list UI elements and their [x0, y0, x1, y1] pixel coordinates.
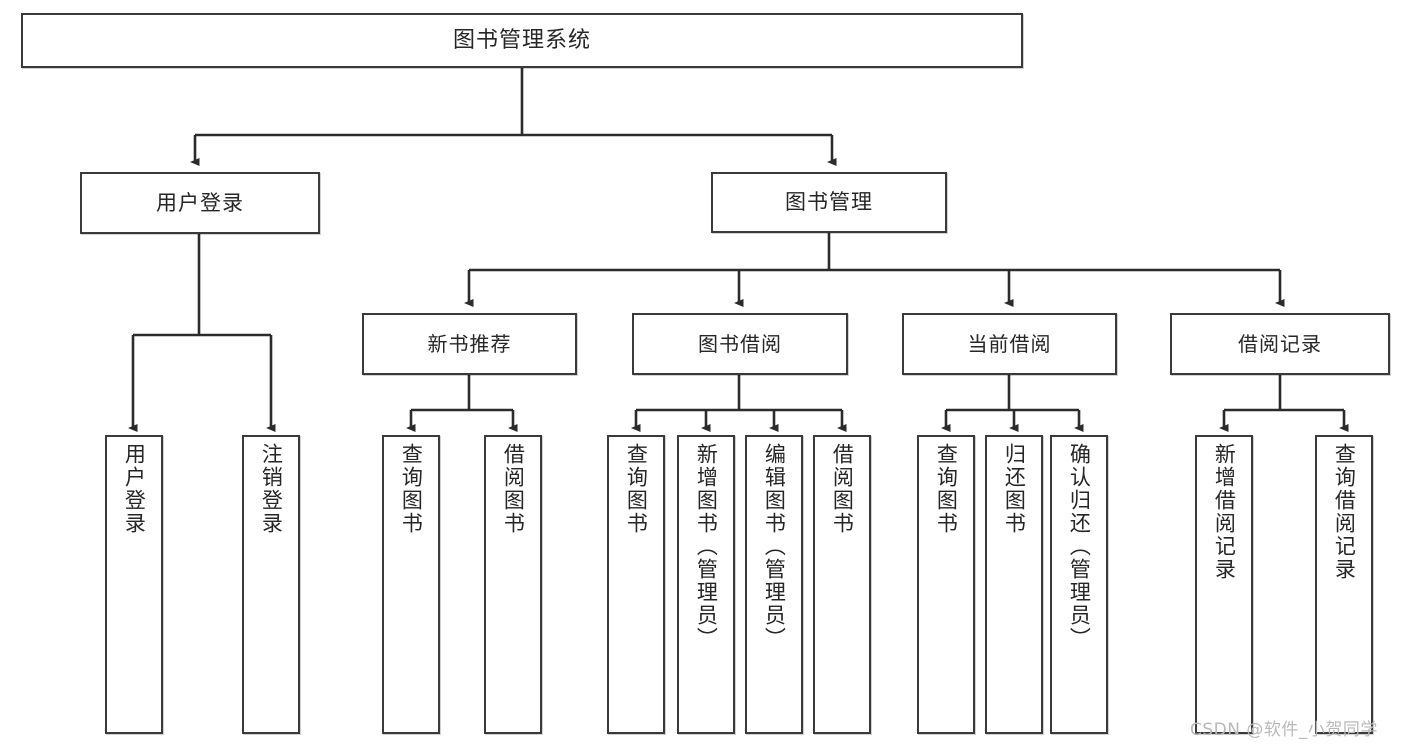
leaf-new-book-query[interactable]: 查询图书	[382, 435, 440, 734]
leaf-book-borrow-edit-label: 编辑图书（管理员）	[762, 443, 787, 650]
leaf-new-book-borrow[interactable]: 借阅图书	[484, 435, 542, 734]
node-user-login[interactable]: 用户登录	[80, 172, 320, 234]
leaf-current-borrow-query-label: 查询图书	[934, 443, 959, 535]
node-user-login-label: 用户登录	[156, 190, 244, 215]
leaf-current-borrow-confirm[interactable]: 确认归还（管理员）	[1050, 435, 1108, 734]
node-current-borrow[interactable]: 当前借阅	[902, 313, 1117, 375]
node-book-management[interactable]: 图书管理	[711, 172, 947, 233]
node-current-borrow-label: 当前借阅	[967, 331, 1052, 356]
node-root[interactable]: 图书管理系统	[21, 13, 1023, 68]
leaf-borrow-record-add-label: 新增借阅记录	[1212, 443, 1237, 581]
leaf-book-borrow-add[interactable]: 新增图书（管理员）	[677, 435, 735, 734]
node-borrow-record[interactable]: 借阅记录	[1170, 313, 1390, 375]
node-root-label: 图书管理系统	[452, 27, 591, 53]
leaf-current-borrow-return-label: 归还图书	[1002, 443, 1027, 535]
node-book-borrow-label: 图书借阅	[698, 331, 782, 356]
leaf-borrow-record-add[interactable]: 新增借阅记录	[1195, 435, 1253, 734]
node-borrow-record-label: 借阅记录	[1238, 331, 1322, 356]
leaf-book-borrow-add-label: 新增图书（管理员）	[694, 443, 719, 650]
leaf-book-borrow-edit[interactable]: 编辑图书（管理员）	[745, 435, 803, 734]
leaf-user-login-logout-label: 注销登录	[259, 443, 284, 535]
watermark: CSDN @软件_小贺同学	[1190, 720, 1378, 740]
leaf-book-borrow-borrow[interactable]: 借阅图书	[813, 435, 871, 734]
leaf-user-login-login-label: 用户登录	[122, 443, 147, 535]
node-new-book-recommend[interactable]: 新书推荐	[362, 313, 577, 375]
leaf-new-book-borrow-label: 借阅图书	[501, 443, 526, 535]
leaf-book-borrow-query[interactable]: 查询图书	[607, 435, 665, 734]
leaf-user-login-logout[interactable]: 注销登录	[242, 435, 300, 734]
leaf-user-login-login[interactable]: 用户登录	[105, 435, 163, 734]
leaf-current-borrow-confirm-label: 确认归还（管理员）	[1067, 443, 1092, 650]
node-new-book-recommend-label: 新书推荐	[427, 331, 512, 356]
leaf-borrow-record-query-label: 查询借阅记录	[1332, 443, 1357, 581]
leaf-current-borrow-return[interactable]: 归还图书	[985, 435, 1043, 734]
leaf-new-book-query-label: 查询图书	[399, 443, 424, 535]
node-book-borrow[interactable]: 图书借阅	[632, 313, 848, 375]
leaf-current-borrow-query[interactable]: 查询图书	[917, 435, 975, 734]
leaf-book-borrow-query-label: 查询图书	[624, 443, 649, 535]
node-book-management-label: 图书管理	[785, 190, 873, 215]
leaf-borrow-record-query[interactable]: 查询借阅记录	[1315, 435, 1373, 734]
leaf-book-borrow-borrow-label: 借阅图书	[830, 443, 855, 535]
